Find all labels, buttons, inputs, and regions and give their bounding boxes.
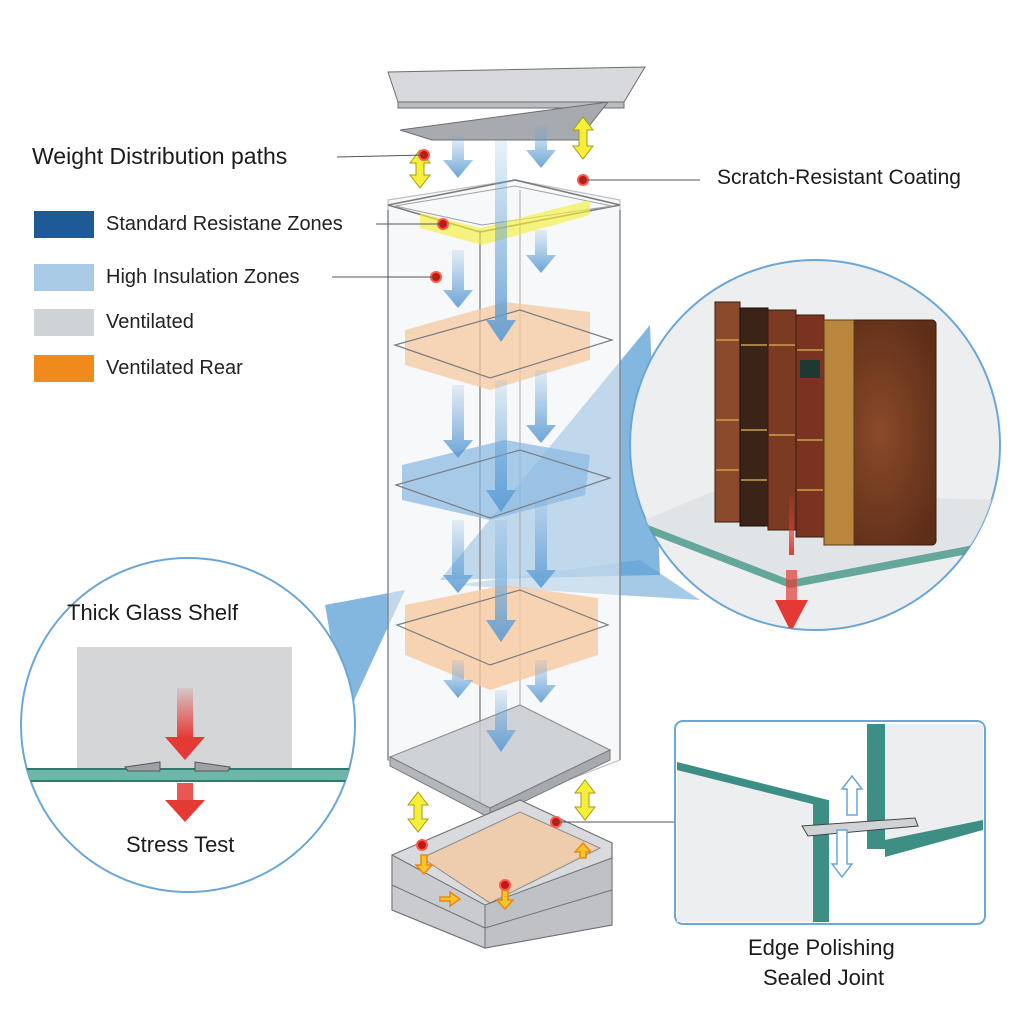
legend-label: Ventilated bbox=[106, 311, 194, 333]
edge-polishing-label: Edge Polishing bbox=[748, 935, 895, 960]
legend-label: Ventilated Rear bbox=[106, 357, 243, 379]
sealed-joint-label: Sealed Joint bbox=[763, 965, 885, 990]
inset-edge-polishing bbox=[674, 720, 986, 925]
weight-distribution-label: Weight Distribution paths bbox=[32, 143, 288, 169]
thick-glass-shelf-label: Thick Glass Shelf bbox=[67, 600, 239, 625]
legend-swatch-gray bbox=[34, 309, 94, 336]
leader-lines bbox=[332, 154, 700, 823]
antique-books-icon bbox=[714, 301, 937, 546]
legend-item-standard-resistance: Standard Resistane Zones bbox=[34, 211, 343, 238]
callout-circle-stress-test bbox=[20, 557, 356, 893]
cabinet-base-drawer bbox=[391, 799, 613, 949]
legend-label: Standard Resistane Zones bbox=[106, 213, 343, 235]
callout-circle-books bbox=[629, 259, 1001, 631]
legend-label: High Insulation Zones bbox=[106, 266, 300, 288]
legend-item-ventilated-rear: Ventilated Rear bbox=[34, 355, 243, 382]
double-arrow-icons bbox=[406, 116, 597, 833]
legend-swatch-orange bbox=[34, 355, 94, 382]
legend-item-high-insulation: High Insulation Zones bbox=[34, 264, 299, 291]
legend-item-ventilated: Ventilated bbox=[34, 309, 194, 336]
legend-swatch-dark-blue bbox=[34, 211, 94, 238]
legend-swatch-light-blue bbox=[34, 264, 94, 291]
stress-test-label: Stress Test bbox=[126, 832, 235, 857]
shelf-1-orange bbox=[392, 302, 614, 390]
cabinet-top-lid bbox=[387, 66, 646, 141]
scratch-coating-label: Scratch-Resistant Coating bbox=[717, 166, 961, 189]
